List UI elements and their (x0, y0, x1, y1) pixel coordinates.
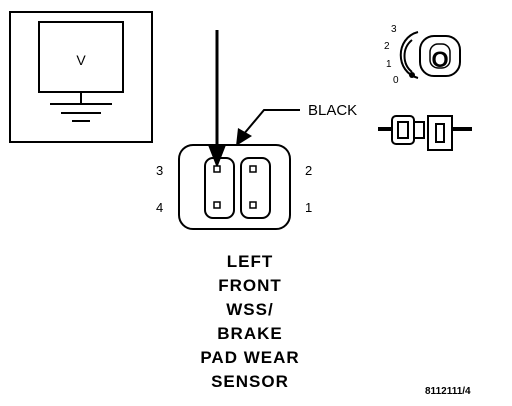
pin-number-1: 1 (305, 200, 312, 215)
ignition-key-label: O (431, 47, 448, 72)
black-wire-arrow (236, 109, 300, 146)
caption-line-2: FRONT (218, 276, 282, 295)
ignition-key-icon (399, 31, 461, 79)
pin-3 (213, 165, 221, 173)
cavity-left (204, 157, 235, 219)
caption-line-5: PAD WEAR (200, 348, 300, 367)
wire-color-label: BLACK (308, 102, 357, 119)
figure-id: 8112111/4 (425, 386, 471, 397)
caption-line-1: LEFT (226, 252, 274, 271)
voltmeter: V (9, 11, 153, 143)
ground-symbol-icon (50, 92, 112, 122)
pin-2 (249, 165, 257, 173)
ignition-key-switch: 3 2 1 0 O (384, 24, 461, 86)
voltmeter-case (9, 11, 153, 143)
caption-line-4: BRAKE (217, 324, 283, 343)
test-probe-arrow (208, 30, 226, 168)
cavity-right (240, 157, 271, 219)
pin-4 (213, 201, 221, 209)
caption-line-6: SENSOR (211, 372, 289, 391)
sensor-connector-face (178, 144, 291, 230)
pin-1 (249, 201, 257, 209)
voltmeter-label: V (76, 52, 86, 68)
connector-plug-icon (378, 115, 472, 151)
pin-number-2: 2 (305, 163, 312, 178)
key-position-2: 2 (384, 41, 390, 52)
key-position-1: 1 (386, 59, 392, 70)
key-position-0: 0 (393, 75, 399, 86)
pin-number-4: 4 (156, 200, 163, 215)
pin-number-3: 3 (156, 163, 163, 178)
key-position-3: 3 (391, 24, 397, 35)
caption-line-3: WSS/ (226, 300, 274, 319)
